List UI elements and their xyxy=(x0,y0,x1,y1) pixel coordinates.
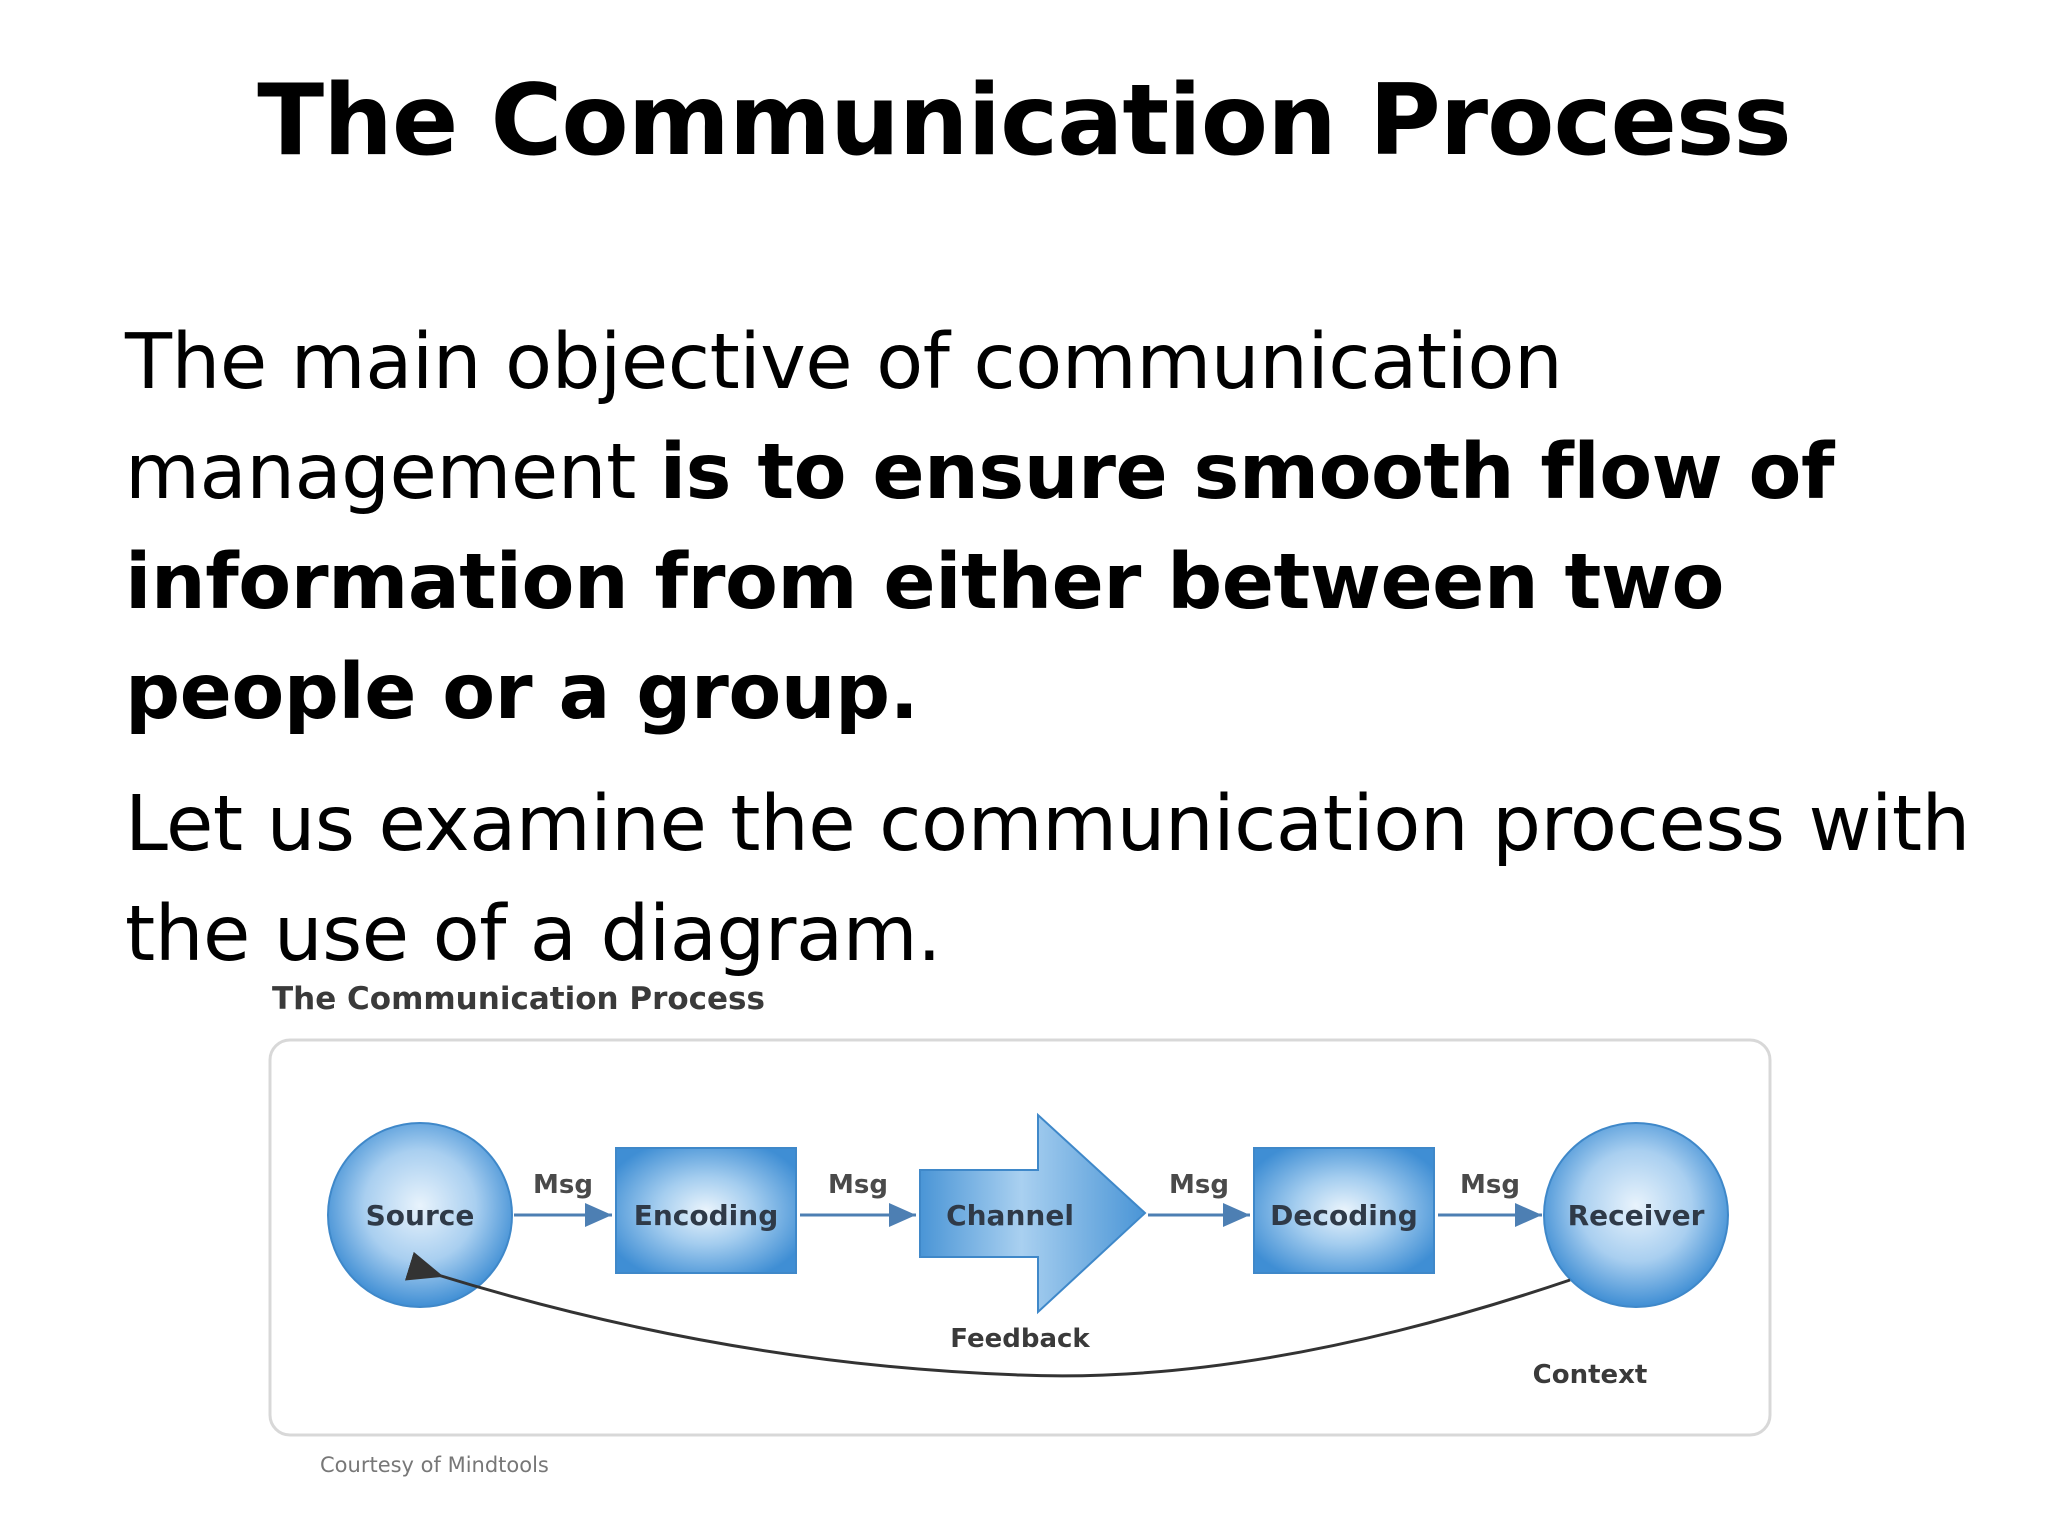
diagram-graphic: Source Encoding Channel Decoding Receive… xyxy=(268,1038,1772,1437)
msg-label-3: Msg xyxy=(1169,1170,1229,1200)
msg-label-1: Msg xyxy=(533,1170,593,1200)
source-node xyxy=(327,1122,513,1308)
communication-diagram: Source Encoding Channel Decoding Receive… xyxy=(260,975,1780,1485)
paragraph-objective: The main objective of communication mana… xyxy=(125,308,1985,748)
receiver-label: Receiver xyxy=(1568,1199,1705,1232)
feedback-label: Feedback xyxy=(950,1324,1090,1354)
context-label: Context xyxy=(1533,1360,1648,1390)
diagram-title: The Communication Process xyxy=(272,981,765,1017)
msg-label-2: Msg xyxy=(828,1170,888,1200)
msg-label-4: Msg xyxy=(1460,1170,1520,1200)
source-label: Source xyxy=(366,1199,475,1232)
diagram-courtesy: Courtesy of Mindtools xyxy=(320,1453,549,1477)
channel-node xyxy=(919,1112,1147,1315)
channel-label: Channel xyxy=(946,1199,1074,1232)
paragraph-examine: Let us examine the communication process… xyxy=(125,780,1970,979)
decoding-node xyxy=(1253,1147,1435,1274)
receiver-node xyxy=(1543,1122,1729,1308)
slide-title: The Communication Process xyxy=(257,64,1791,178)
paragraph-objective-bold: is to ensure smooth flow of information … xyxy=(125,428,1834,737)
encoding-node xyxy=(615,1147,797,1274)
encoding-label: Encoding xyxy=(634,1199,779,1232)
decoding-label: Decoding xyxy=(1270,1199,1418,1232)
paragraph-objective-normal: The main objective of communication mana… xyxy=(125,318,1563,517)
feedback-arrow xyxy=(404,1251,1571,1378)
